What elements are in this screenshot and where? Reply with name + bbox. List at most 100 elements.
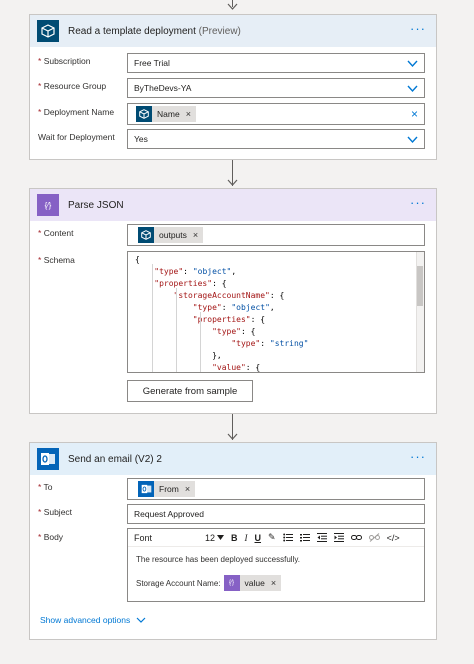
- content-input[interactable]: outputs ×: [127, 224, 425, 246]
- remove-token-icon[interactable]: ×: [185, 109, 191, 119]
- required-marker: *: [38, 507, 42, 517]
- deployment-name-input[interactable]: Name × ×: [127, 103, 425, 125]
- arrow-down-icon: [227, 3, 238, 10]
- indent-guide: [152, 264, 153, 372]
- link-icon[interactable]: [350, 533, 362, 542]
- font-size-dropdown[interactable]: 12: [205, 532, 225, 543]
- remove-token-icon[interactable]: ×: [192, 230, 199, 240]
- template-title-preview: (Preview): [198, 25, 241, 37]
- indent-guide: [200, 312, 201, 372]
- caret-down-icon: [217, 535, 225, 540]
- clear-icon[interactable]: ×: [410, 107, 418, 121]
- name-token-label: Name: [157, 109, 180, 119]
- subscription-dropdown[interactable]: Free Trial: [127, 53, 425, 73]
- arrow-down-icon: [227, 179, 238, 186]
- outputs-token[interactable]: outputs ×: [138, 227, 204, 243]
- required-marker: *: [38, 532, 42, 542]
- template-deployment-card: Read a template deployment (Preview) ···…: [29, 14, 437, 160]
- numbered-list-icon[interactable]: [299, 533, 310, 542]
- wait-for-deployment-label-text: Wait for Deployment: [38, 132, 115, 142]
- outputs-token-label: outputs: [159, 230, 187, 240]
- decrease-indent-icon[interactable]: [316, 533, 327, 542]
- required-marker: *: [38, 56, 42, 66]
- schema-editor[interactable]: { "type": "object", "properties": { "sto…: [127, 251, 425, 373]
- required-marker: *: [38, 107, 42, 117]
- remove-token-icon[interactable]: ×: [184, 484, 191, 494]
- storage-account-label: Storage Account Name:: [136, 578, 221, 588]
- subscription-label-text: Subscription: [43, 56, 91, 66]
- resource-group-dropdown[interactable]: ByTheDevs-YA: [127, 78, 425, 98]
- email-card-header[interactable]: Send an email (V2) 2 ···: [30, 443, 436, 475]
- from-token[interactable]: From ×: [138, 481, 196, 497]
- to-label-text: To: [43, 482, 53, 492]
- scroll-thumb[interactable]: [417, 266, 423, 306]
- underline-button[interactable]: U: [254, 532, 262, 543]
- body-text-line: The resource has been deployed successfu…: [136, 555, 300, 564]
- parse-card-header[interactable]: {⁄} Parse JSON ···: [30, 189, 436, 221]
- subscription-label: * Subscription: [38, 56, 90, 66]
- body-label: * Body: [38, 532, 63, 542]
- arrow-down-icon: [227, 433, 238, 440]
- to-input[interactable]: From ×: [127, 478, 425, 500]
- connector-2-3: [232, 414, 233, 440]
- chevron-down-icon[interactable]: [407, 59, 418, 68]
- code-view-icon[interactable]: </>: [386, 532, 400, 543]
- font-size-value: 12: [205, 532, 216, 543]
- content-label-text: Content: [43, 228, 74, 238]
- increase-indent-icon[interactable]: [333, 533, 344, 542]
- required-marker: *: [38, 482, 42, 492]
- chevron-down-icon[interactable]: [407, 84, 418, 93]
- cube-icon: [37, 20, 59, 42]
- wait-for-deployment-value: Yes: [134, 134, 148, 144]
- bold-button[interactable]: B: [231, 532, 238, 543]
- advanced-options-label: Show advanced options: [40, 615, 131, 625]
- more-options-icon[interactable]: ···: [410, 449, 426, 464]
- cube-icon: [138, 227, 154, 243]
- json-icon-glyph: {⁄}: [44, 200, 52, 210]
- parse-json-card: {⁄} Parse JSON ··· * Content outputs × *…: [29, 188, 437, 414]
- outlook-icon: [37, 448, 59, 470]
- value-token-label: value: [244, 578, 265, 588]
- to-label: * To: [38, 482, 53, 492]
- required-marker: *: [38, 81, 42, 91]
- required-marker: *: [38, 255, 42, 265]
- subscription-value: Free Trial: [134, 58, 170, 68]
- bullet-list-icon[interactable]: [282, 533, 293, 542]
- more-options-icon[interactable]: ···: [410, 195, 426, 210]
- pen-icon[interactable]: ✎: [268, 532, 276, 542]
- remove-token-icon[interactable]: ×: [270, 578, 277, 588]
- value-token[interactable]: {⁄} value ×: [223, 575, 282, 591]
- json-braces-icon: {⁄}: [37, 194, 59, 216]
- resource-group-label: * Resource Group: [38, 81, 106, 91]
- schema-scrollbar[interactable]: [416, 252, 424, 372]
- wait-for-deployment-label: Wait for Deployment: [38, 132, 115, 142]
- font-dropdown[interactable]: Font: [134, 533, 198, 543]
- wait-for-deployment-dropdown[interactable]: Yes: [127, 129, 425, 149]
- font-label: Font: [134, 532, 153, 543]
- unlink-icon[interactable]: [368, 533, 380, 542]
- more-options-icon[interactable]: ···: [410, 21, 426, 36]
- schema-label: * Schema: [38, 255, 75, 265]
- content-label: * Content: [38, 228, 73, 238]
- deployment-name-label-text: Deployment Name: [43, 107, 115, 117]
- deployment-name-label: * Deployment Name: [38, 107, 114, 117]
- show-advanced-options-link[interactable]: Show advanced options: [40, 615, 146, 625]
- body-label-text: Body: [43, 532, 64, 542]
- required-marker: *: [38, 228, 42, 238]
- body-content[interactable]: The resource has been deployed successfu…: [128, 547, 424, 596]
- generate-from-sample-button[interactable]: Generate from sample: [127, 380, 253, 402]
- parse-card-title: Parse JSON: [68, 199, 124, 211]
- json-icon-glyph: {⁄}: [228, 580, 234, 586]
- indent-guide: [176, 288, 177, 372]
- body-editor[interactable]: Font 12 B I U ✎ </> The resource has bee…: [127, 528, 425, 602]
- template-card-header[interactable]: Read a template deployment (Preview) ···: [30, 15, 436, 47]
- body-storage-line: Storage Account Name: {⁄} value ×: [136, 575, 416, 591]
- formatting-toolbar: Font 12 B I U ✎ </>: [128, 529, 424, 547]
- italic-button[interactable]: I: [244, 532, 248, 543]
- template-card-title: Read a template deployment (Preview): [68, 26, 241, 37]
- subject-input[interactable]: Request Approved: [127, 504, 425, 524]
- subject-label-text: Subject: [43, 507, 73, 517]
- name-token[interactable]: Name ×: [136, 106, 196, 122]
- subject-value: Request Approved: [134, 509, 204, 519]
- chevron-down-icon[interactable]: [407, 135, 418, 144]
